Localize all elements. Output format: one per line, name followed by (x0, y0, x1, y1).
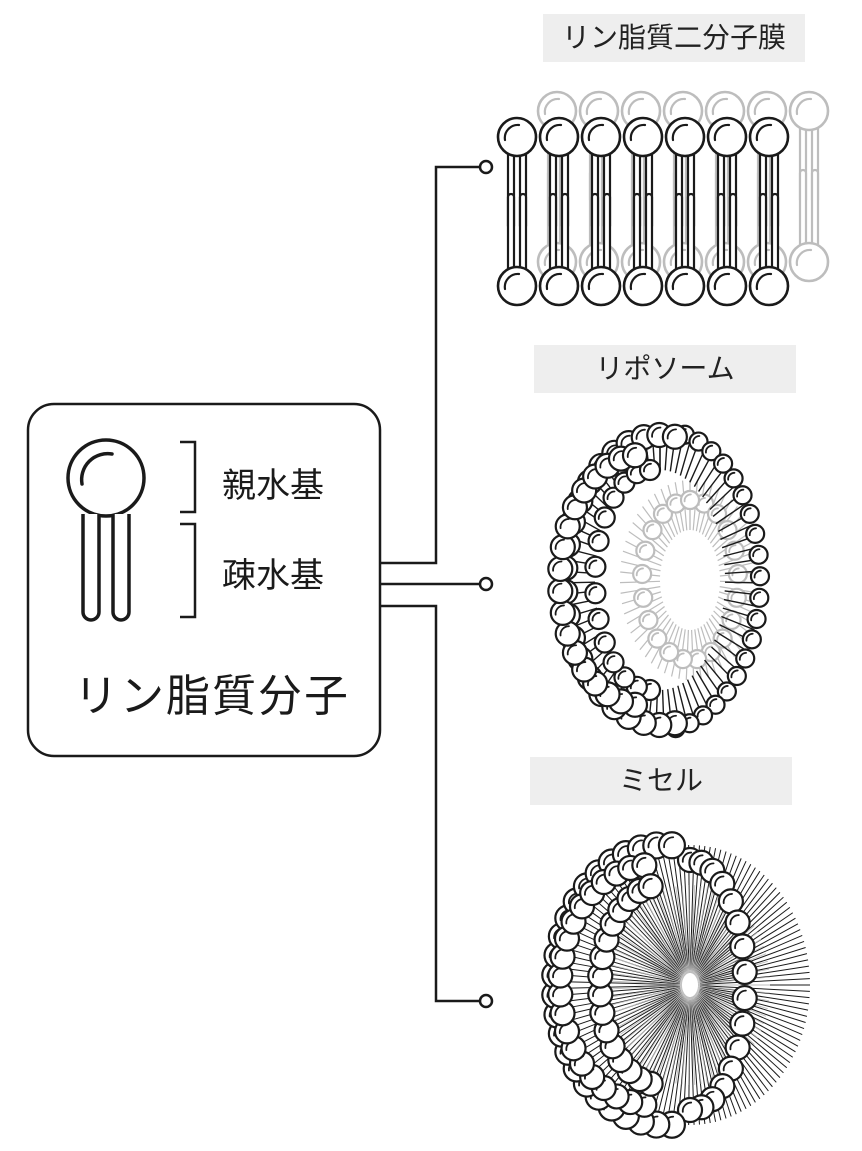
liposome-inner-faded-head (633, 587, 654, 608)
liposome-right-head (701, 441, 722, 462)
bilayer-front-lipid (538, 192, 580, 307)
micelle-inner-head (587, 981, 614, 1008)
liposome-right-head (726, 665, 747, 687)
micelle-label: ミセル (530, 757, 792, 805)
bilayer-back-lipid (788, 90, 830, 205)
liposome-right-head (745, 523, 766, 544)
molecule-title: リン脂質分子 (74, 671, 350, 722)
liposome-right-head (735, 648, 756, 669)
liposome-right-head (739, 503, 760, 524)
micelle-right-head (731, 984, 758, 1012)
hydrophilic-label: 親水基 (222, 466, 324, 506)
head-highlight-icon (79, 451, 114, 486)
connector-bilayer (380, 165, 480, 565)
bilayer-front-lipid (706, 192, 748, 307)
liposome-right-head (716, 681, 737, 702)
hydrophilic-bracket (180, 440, 197, 514)
bilayer-front-lipid (748, 192, 790, 307)
micelle-right-head (729, 933, 756, 960)
liposome-inner-faded-head (635, 540, 656, 561)
liposome-right-head (732, 485, 753, 506)
connector-micelle (380, 604, 480, 1003)
micelle-right-head (724, 909, 751, 936)
micelle-right-head (731, 958, 758, 986)
liposome-inner-faded-head (638, 609, 659, 631)
micelle-outer-head (657, 831, 687, 860)
micelle-inner-head (637, 873, 664, 900)
bilayer-front-lipid (664, 192, 706, 307)
bilayer-front-lipid (622, 192, 664, 307)
liposome-inner-head (638, 458, 662, 482)
micelle-illustration (541, 831, 810, 1139)
bilayer-illustration (496, 90, 830, 307)
liposome-outer-head (661, 423, 688, 450)
bilayer-front-lipid (496, 116, 538, 231)
liposome-inner-head (593, 506, 616, 529)
liposome-inner-head (602, 651, 625, 674)
liposome-inner-head (593, 631, 616, 654)
connector-lines (380, 159, 494, 1009)
liposome-outer-head (547, 577, 574, 605)
bilayer-back-lipid (788, 168, 830, 283)
micelle-right-head (729, 1010, 756, 1037)
liposome-inner-head (584, 582, 607, 605)
liposome-illustration (547, 421, 771, 739)
phospholipid-tail-icon (81, 514, 101, 622)
liposome-label: リポソーム (534, 345, 796, 393)
bilayer-label: リン脂質二分子膜 (543, 14, 805, 62)
bilayer-front-lipid (496, 192, 538, 307)
liposome-inner-faded-head (679, 489, 701, 511)
connector-endpoint-icon (478, 576, 494, 592)
liposome-right-head (749, 587, 770, 608)
liposome-inner-faded-head (632, 563, 653, 585)
phospholipid-head-icon (66, 438, 146, 518)
liposome-inner-faded-head (647, 628, 668, 649)
connector-endpoint-icon (478, 159, 494, 175)
liposome-inner-head (587, 607, 610, 631)
liposome-right-head (723, 468, 744, 489)
liposome-inner-faded-head (727, 563, 748, 585)
bilayer-front-lipid (580, 192, 622, 307)
liposome-inner-head (613, 666, 636, 689)
liposome-inner-faded-head (724, 540, 745, 561)
phospholipid-tail-icon (111, 514, 131, 622)
liposome-inner-faded-head (652, 503, 674, 525)
liposome-inner-faded-head (659, 641, 680, 663)
liposome-outer-head (621, 442, 649, 469)
liposome-outer-head (547, 555, 574, 583)
liposome-outer-head (549, 534, 576, 561)
hydrophobic-bracket (180, 522, 197, 619)
liposome-right-head (741, 629, 762, 650)
liposome-right-head (746, 608, 767, 630)
hydrophobic-label: 疎水基 (222, 556, 324, 596)
molecule-box (26, 402, 382, 758)
liposome-inner-head (602, 486, 625, 509)
liposome-inner-head (587, 529, 610, 553)
micelle-right-head (676, 1096, 704, 1124)
connector-endpoint-icon (478, 993, 494, 1009)
liposome-inner-head (584, 555, 607, 578)
liposome-right-head (749, 566, 771, 587)
liposome-right-head (748, 544, 769, 565)
liposome-right-head (713, 453, 734, 474)
liposome-inner-faded-head (642, 520, 663, 541)
liposome-outer-head (549, 599, 576, 626)
